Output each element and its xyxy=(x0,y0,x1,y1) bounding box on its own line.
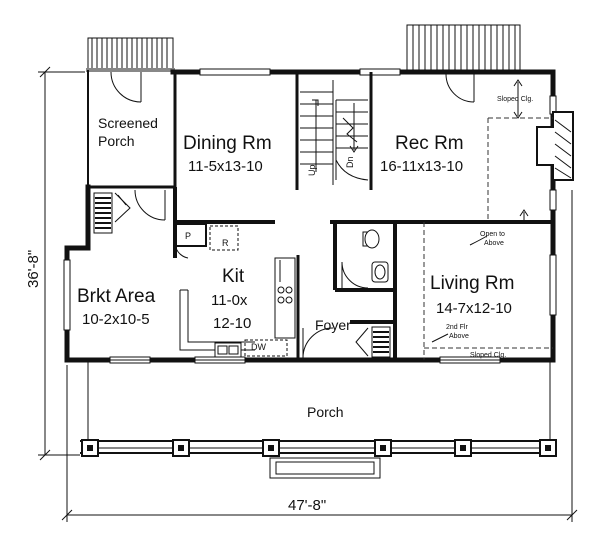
refrigerator-label: R xyxy=(222,238,229,248)
powder-room-fixtures xyxy=(362,229,389,283)
screened-porch-label-line2: Porch xyxy=(98,133,135,149)
second-floor-label-line2: Above xyxy=(449,333,469,340)
pantry-label: P xyxy=(185,231,191,241)
kitchen-dims-line1: 11-0x xyxy=(211,292,248,309)
living-room-name: Living Rm xyxy=(430,273,514,294)
kitchen-fixtures xyxy=(175,223,296,358)
rec-room-name: Rec Rm xyxy=(395,133,464,154)
dishwasher-label: DW xyxy=(251,342,266,352)
ceiling-lines xyxy=(423,79,553,360)
foyer-closet xyxy=(355,326,391,358)
stair-up-label: Up xyxy=(307,164,317,176)
kitchen-name: Kit xyxy=(222,266,245,287)
sloped-ceiling-top-label: Sloped Clg. xyxy=(497,96,533,103)
screened-porch-label-line1: Screened xyxy=(98,115,158,131)
dining-room-dims: 11-5x13-10 xyxy=(188,158,263,175)
dining-room-name: Dining Rm xyxy=(183,133,272,154)
breakfast-area-dims: 10-2x10-5 xyxy=(82,311,150,328)
exterior-walls xyxy=(64,69,556,363)
second-floor-label-line1: 2nd Flr xyxy=(446,324,468,331)
foyer-name: Foyer xyxy=(315,317,351,333)
rear-deck xyxy=(406,24,521,71)
overall-depth-label: 36'-8" xyxy=(25,250,42,288)
front-porch xyxy=(80,359,557,479)
staircase xyxy=(300,80,369,185)
interior-walls xyxy=(88,72,553,360)
overall-width-label: 47'-8" xyxy=(288,497,326,514)
kitchen-dims-line2: 12-10 xyxy=(213,315,251,332)
depth-dimension-line xyxy=(38,66,85,461)
living-room-dims: 14-7x12-10 xyxy=(436,300,512,317)
breakfast-closet xyxy=(93,192,131,234)
screened-porch xyxy=(86,37,177,189)
fireplace xyxy=(536,111,574,181)
sloped-ceiling-bottom-label: Sloped Clg. xyxy=(470,352,506,359)
breakfast-area-name: Brkt Area xyxy=(77,286,156,307)
rec-room-dims: 16-11x13-10 xyxy=(380,158,463,175)
width-dimension-line xyxy=(61,190,578,522)
front-porch-name: Porch xyxy=(307,404,344,420)
open-above-label-line2: Above xyxy=(484,240,504,247)
stair-down-label: Dn xyxy=(345,156,355,168)
open-above-label-line1: Open to xyxy=(480,231,505,238)
